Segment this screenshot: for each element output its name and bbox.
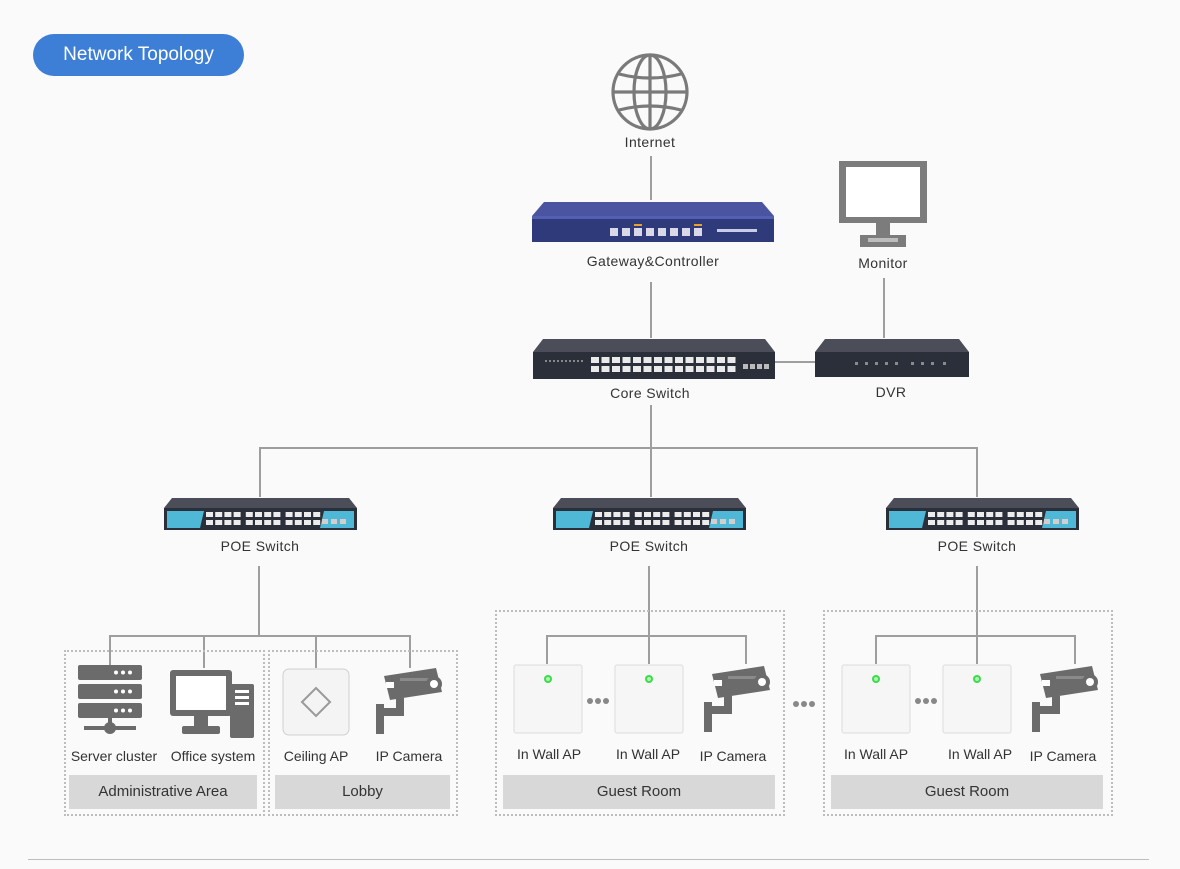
- ellipsis-icon: [586, 692, 610, 710]
- camera-icon: [704, 666, 770, 732]
- ellipsis-icon: [914, 692, 938, 710]
- device-label: In Wall AP: [843, 746, 909, 762]
- administrative-area-box: [64, 650, 265, 816]
- dvr-device: [815, 339, 969, 377]
- device-label: In Wall AP: [516, 746, 582, 762]
- device-label: Server cluster: [70, 748, 158, 764]
- poe-switch-label: POE Switch: [937, 538, 1017, 554]
- device-label: IP Camera: [699, 748, 767, 764]
- page-title: Network Topology: [33, 34, 244, 76]
- device-label: Ceiling AP: [283, 748, 349, 764]
- core-switch-label: Core Switch: [610, 385, 690, 401]
- area-name-bar: Guest Room: [503, 775, 775, 809]
- monitor-label: Monitor: [858, 255, 908, 271]
- server-icon: [78, 665, 142, 734]
- area-name-bar: Guest Room: [831, 775, 1103, 809]
- monitor-icon: [839, 161, 927, 247]
- lobby-area-box: [268, 650, 458, 816]
- device-label: Office system: [170, 748, 256, 764]
- device-label: IP Camera: [1029, 748, 1097, 764]
- area-name-bar: Lobby: [275, 775, 450, 809]
- device-label: In Wall AP: [947, 746, 1013, 762]
- poe-switch-label: POE Switch: [220, 538, 300, 554]
- poe-switch-device: [164, 498, 357, 530]
- in-wall-ap-icon: [614, 664, 684, 734]
- bottom-divider: [28, 859, 1149, 860]
- in-wall-ap-icon: [942, 664, 1012, 734]
- dvr-label: DVR: [875, 384, 907, 400]
- guest-room-area-box: [495, 610, 785, 816]
- guest-room-area-box: [823, 610, 1113, 816]
- in-wall-ap-icon: [841, 664, 911, 734]
- device-label: IP Camera: [375, 748, 443, 764]
- core-switch-device: [533, 339, 775, 379]
- area-name-bar: Administrative Area: [69, 775, 257, 809]
- computer-icon: [170, 670, 254, 738]
- ellipsis-icon: [792, 695, 816, 713]
- gateway-label: Gateway&Controller: [586, 253, 720, 269]
- poe-switch-device: [886, 498, 1079, 530]
- globe-icon: [611, 53, 689, 131]
- in-wall-ap-icon: [513, 664, 583, 734]
- device-label: In Wall AP: [615, 746, 681, 762]
- poe-switch-device: [553, 498, 746, 530]
- camera-icon: [1032, 666, 1098, 732]
- gateway-device: [532, 202, 774, 242]
- camera-icon: [376, 668, 442, 734]
- internet-label: Internet: [624, 134, 676, 150]
- ceiling-ap-icon: [282, 668, 350, 736]
- poe-switch-label: POE Switch: [609, 538, 689, 554]
